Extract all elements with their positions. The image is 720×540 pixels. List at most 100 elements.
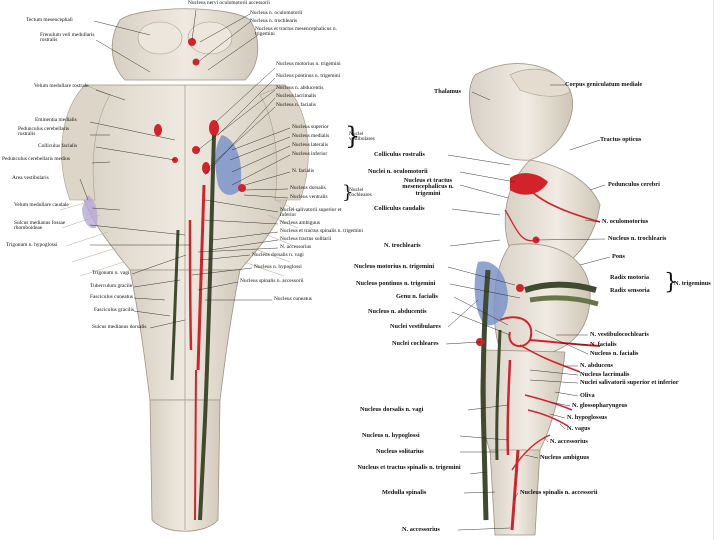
label-n-facialis: N. facialis bbox=[590, 341, 617, 348]
label-nucleus-tractus-mesencephalicus: Nucleus et tractus mesencephalicus n. tr… bbox=[255, 26, 337, 38]
label-pedunculus-cerebellaris-rostralis: Pedunculus cerebellaris rostralis bbox=[18, 126, 70, 138]
label-nucleus-n-oculomotorii: Nucleus n. oculomotorii bbox=[250, 10, 303, 16]
label-nucleus-n-abducentis: Nucleus n. abducentis bbox=[368, 308, 427, 315]
label-n-trigeminus: N. trigeminus bbox=[674, 280, 711, 287]
label-n-abducens: N. abducens bbox=[580, 362, 613, 369]
label-nuclei-salivatorii: Nuclei salivatorii superior et inferior bbox=[280, 207, 342, 219]
label-n-accessorius-lower: N. accessorius bbox=[402, 526, 440, 533]
vestibular-brace: } bbox=[345, 122, 361, 150]
abducens-nucleus bbox=[192, 146, 200, 154]
vestibular-nuclei-area bbox=[215, 135, 242, 195]
label-medulla-spinalis: Medulla spinalis bbox=[382, 489, 427, 496]
right-leader-lines bbox=[445, 84, 611, 531]
label-corpus-geniculatum-mediale: Corpus geniculatum mediale bbox=[565, 81, 643, 88]
trigeminal-motor-dot bbox=[516, 284, 524, 292]
label-radix-sensoria: Radix sensoria bbox=[610, 287, 650, 294]
radix-motoria-shape bbox=[524, 281, 597, 293]
label-eminentia-medialis: Eminentia medialis bbox=[35, 117, 77, 123]
label-n-vestibulocochlearis: N. vestibulocochlearis bbox=[590, 331, 649, 338]
left-leader-lines bbox=[79, 9, 291, 329]
label-n-oculomotorius: N. oculomotorius bbox=[602, 218, 649, 225]
label-nucleus-n-hypoglossi: Nucleus n. hypoglossi bbox=[362, 432, 420, 439]
spinal-trigeminal-tract bbox=[198, 134, 216, 521]
label-fasciculus-cuneatus: Fasciculus cuneatus bbox=[90, 294, 133, 300]
label-nucleus-pontinus-n-trigemini: Nucleus pontinus n. trigemini bbox=[276, 73, 341, 79]
label-nucleus-superior: Nucleus superior bbox=[292, 124, 329, 130]
label-thalamus: Thalamus bbox=[434, 88, 461, 95]
label-nucleus-tractus-solitarii: Nucleus tractus solitarii bbox=[280, 236, 332, 242]
brainstem-lateral-view: Thalamus Corpus geniculatum mediale Trac… bbox=[354, 0, 720, 540]
area-vestibularis-left bbox=[82, 195, 98, 229]
facial-nucleus bbox=[202, 162, 210, 174]
peduncle-left bbox=[61, 84, 111, 201]
label-nucleus-pontinus-n-trigemini: Nucleus pontinus n. trigemini bbox=[356, 280, 436, 287]
label-nucleus-spinalis-n-accessorii: Nucleus spinalis n. accessorii bbox=[240, 278, 304, 284]
label-nucleus-motorius-n-trigemini: Nucleus motorius n. trigemini bbox=[354, 263, 435, 270]
label-colliculus-facialis: Colliculus facialis bbox=[38, 143, 78, 149]
label-sulcus-medianus-dorsalis: Sulcus medianus dorsalis bbox=[92, 324, 147, 330]
hypoglossal-dorsal-vagal-column bbox=[506, 359, 512, 456]
trigeminus-brace: } bbox=[664, 270, 678, 295]
label-nucleus-n-facialis: Nucleus n. facialis bbox=[590, 350, 639, 357]
label-frenulum-veli: Frenulum veli medullaris rostralis bbox=[40, 32, 95, 44]
label-oliva: Oliva bbox=[580, 392, 595, 399]
slide-edge bbox=[713, 0, 714, 540]
label-nucleus-n-abducentis: Nucleus n. abducentis bbox=[276, 85, 324, 91]
label-n-accessorius: N. accessorius bbox=[280, 244, 312, 250]
label-nucleus-n-trochlearis: Nucleus n. trochlearis bbox=[250, 18, 298, 24]
oculomotor-nucleus bbox=[188, 38, 196, 46]
label-nucleus-ventralis: Nucleus ventralis bbox=[290, 194, 328, 200]
label-trigonum-n-vagi: Trigonum n. vagi bbox=[92, 270, 130, 276]
label-nucleus-dorsalis-n-vagi: Nucleus dorsalis n. vagi bbox=[360, 406, 424, 413]
colliculus-left bbox=[137, 21, 183, 55]
label-nuclei-salivatorii: Nuclei salivatorii superior et inferior bbox=[580, 379, 679, 386]
spinal-trigeminal-column bbox=[480, 269, 491, 521]
label-nucleus-dorsalis-n-vagi: Nucleus dorsalis n. vagi bbox=[252, 252, 304, 258]
nucleus-ambiguus-column bbox=[196, 184, 206, 371]
label-nucleus-motorius-n-trigemini: Nucleus motorius n. trigemini bbox=[276, 61, 341, 67]
cochlear-brace: } bbox=[342, 182, 354, 203]
label-nucleus-spinalis-n-accessorii: Nucleus spinalis n. accessorii bbox=[520, 489, 598, 496]
label-nucleus-cuneatus: Nucleus cuneatus bbox=[274, 296, 312, 302]
cochlear-nucleus bbox=[238, 184, 246, 192]
radix-sensoria-shape bbox=[529, 295, 599, 307]
trigeminal-motor-nucleus-left bbox=[154, 124, 162, 136]
peduncle-right bbox=[259, 84, 309, 201]
label-pedunculus-cerebri: Pedunculus cerebri bbox=[608, 181, 660, 188]
oculomotor-nucleus-shape bbox=[510, 173, 548, 195]
label-tectum-mesencephali: Tectum mesencephali bbox=[26, 17, 73, 23]
label-fasciculus-gracilis: Fasciculus gracilis bbox=[94, 307, 134, 313]
label-nuclei-cochleares: Nuclei cochleares bbox=[349, 187, 372, 199]
label-n-facialis: N. facialis bbox=[292, 168, 315, 174]
oculomotor-nerve bbox=[529, 189, 601, 223]
label-nucleus-medialis: Nucleus medialis bbox=[292, 133, 330, 139]
label-nucleus-dorsalis: Nucleus dorsalis bbox=[290, 185, 326, 191]
label-tractus-opticus: Tractus opticus bbox=[600, 136, 642, 143]
label-nucleus-ambiguus: Nucleus ambiguus bbox=[280, 220, 320, 226]
label-n-trochlearis: N. trochlearis bbox=[384, 242, 421, 249]
label-nucleus-ambiguus: Nucleus ambiguus bbox=[540, 454, 590, 461]
hypoglossal-column bbox=[188, 219, 193, 351]
label-nucleus-n-trochlearis: Nucleus n. trochlearis bbox=[608, 235, 667, 242]
label-nuclei-vestibulares: Nuclei vestibulares bbox=[390, 323, 441, 330]
brainstem-dorsal-illustration bbox=[59, 8, 309, 532]
label-trigonum-n-hypoglossi: Trigonum n. hypoglossi bbox=[6, 242, 58, 248]
label-velum-medullare-rostrale: Velum medullare rostrale bbox=[34, 83, 89, 89]
label-nuclei-cochleares: Nuclei cochleares bbox=[392, 340, 439, 347]
rootlets-right bbox=[243, 199, 301, 277]
brainstem-dorsal-view: Nucleus nervi oculomotorii accessorii Nu… bbox=[2, 0, 375, 532]
label-sulcus-medianus-fossae: Sulcus medianus fossae rhomboideae bbox=[14, 220, 66, 232]
label-tuberculum-gracile: Tuberculum gracile bbox=[90, 283, 133, 289]
trigeminal-motor-nucleus bbox=[209, 120, 219, 136]
tectum-mesencephali bbox=[111, 8, 259, 81]
label-nucleus-n-oculomotorii-accessorii: Nucleus nervi oculomotorii accessorii bbox=[188, 0, 270, 6]
label-colliculus-rostralis: Colliculus rostralis bbox=[374, 151, 425, 158]
label-n-glossopharyngeus: N. glossopharyngeus bbox=[572, 402, 628, 409]
label-nucleus-tractus-spinalis: Nucleus et tractus spinalis n. trigemini bbox=[280, 228, 363, 234]
label-nuclei-vestibulares: Nuclei vestibulares bbox=[349, 131, 375, 143]
left-column bbox=[170, 229, 180, 381]
label-nucleus-tractus-mesencephalicus: Nucleus et tractus mesencephalicus n. tr… bbox=[402, 177, 454, 197]
label-colliculus-caudalis: Colliculus caudalis bbox=[374, 205, 425, 212]
label-nucleus-inferior: Nucleus inferior bbox=[292, 151, 328, 157]
label-area-vestibularis: Area vestibularis bbox=[12, 175, 49, 181]
